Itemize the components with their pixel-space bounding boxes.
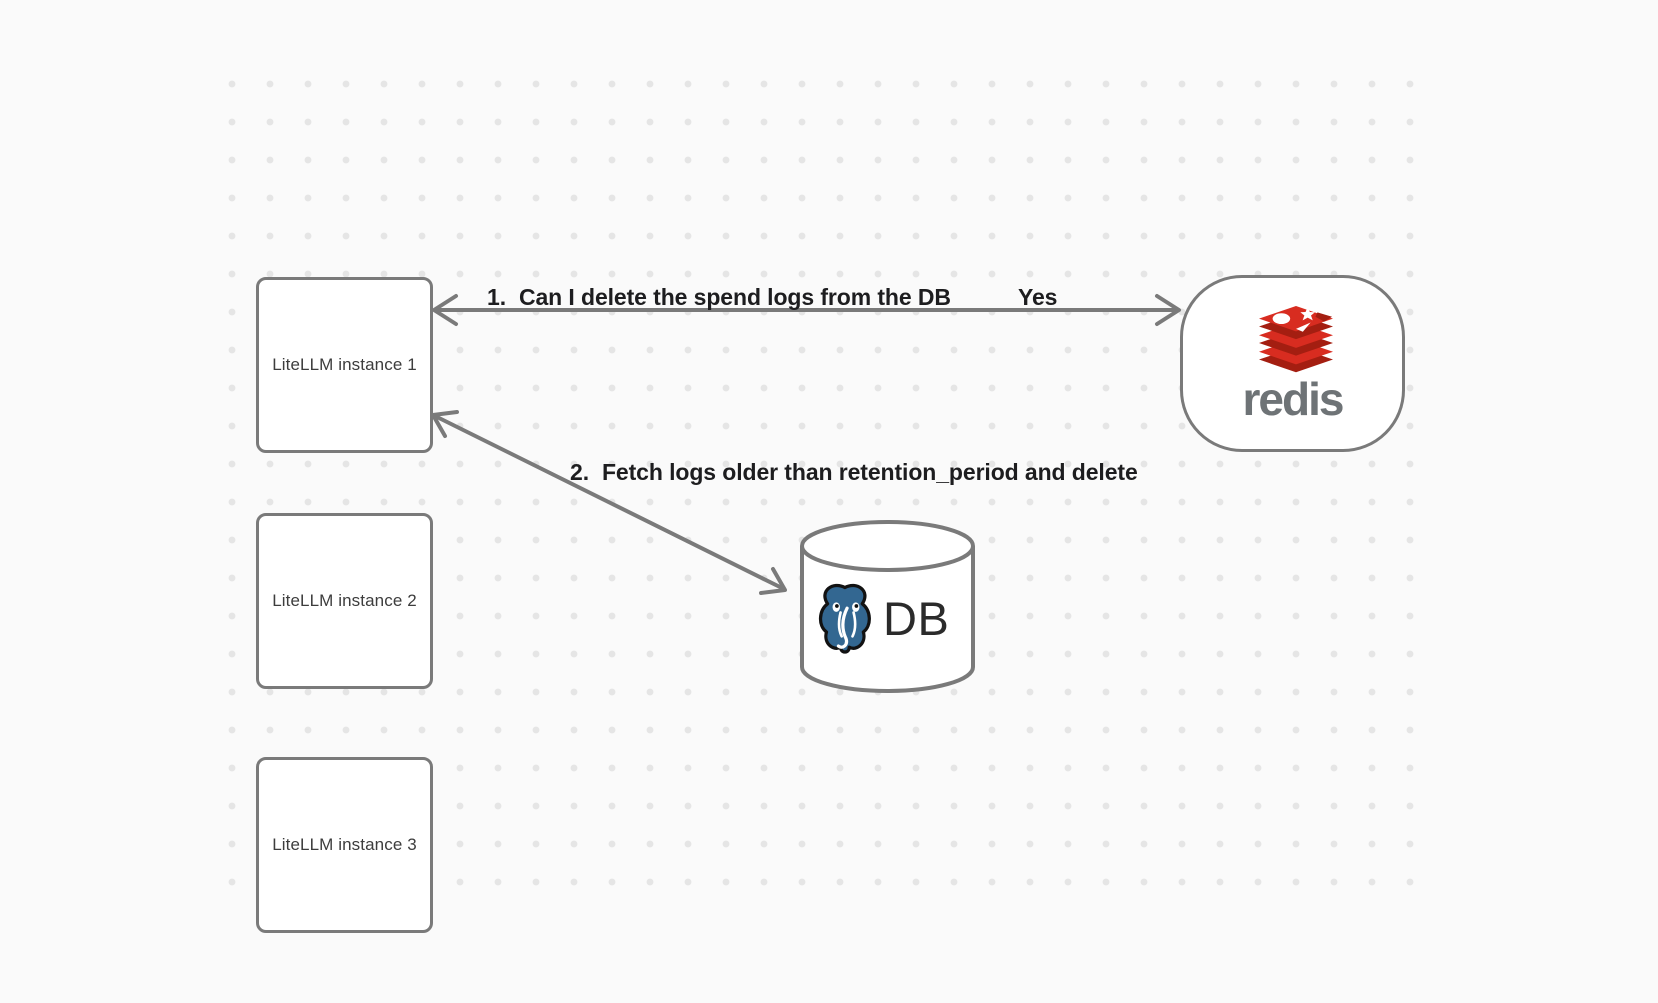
arrow-2[interactable] (431, 410, 787, 595)
node-redis[interactable]: redis (1180, 275, 1405, 452)
arrowhead-left-icon (432, 294, 458, 326)
postgresql-elephant-icon (818, 583, 871, 654)
database-cylinder-icon (800, 520, 975, 693)
arrow-2-text: Fetch logs older than retention_period a… (601, 459, 1138, 485)
star-shape (1300, 306, 1315, 321)
node-litellm-instance-2[interactable]: LiteLLM instance 2 (256, 513, 433, 689)
arrow-2-number: 2. (570, 459, 589, 485)
arrowhead-downright-icon (759, 567, 787, 595)
arrow-1-answer[interactable]: Yes (1018, 284, 1057, 311)
arrowhead-right-icon (1155, 294, 1181, 326)
node-litellm-instance-2-label: LiteLLM instance 2 (272, 591, 417, 610)
arrow-1-answer-text: Yes (1018, 284, 1058, 310)
arrow-1-text: Can I delete the spend logs from the DB (518, 284, 951, 310)
arrowhead-upleft-icon (431, 410, 459, 438)
arrow-2-label[interactable]: 2. Fetch logs older than retention_perio… (570, 459, 1138, 486)
triangle-shape (1296, 322, 1311, 332)
node-litellm-instance-1[interactable]: LiteLLM instance 1 (256, 277, 433, 453)
node-litellm-instance-3-label: LiteLLM instance 3 (272, 835, 417, 854)
arrow-1-label[interactable]: 1. Can I delete the spend logs from the … (487, 284, 951, 311)
node-litellm-instance-1-label: LiteLLM instance 1 (272, 355, 417, 374)
redis-wordmark: redis (1242, 373, 1345, 425)
redis-stack-icon (1259, 306, 1333, 373)
node-database[interactable]: DB (798, 518, 977, 695)
node-litellm-instance-3[interactable]: LiteLLM instance 3 (256, 757, 433, 933)
arrow-1-number: 1. (487, 284, 506, 310)
cube-shape (1315, 312, 1333, 322)
arrow-1[interactable] (432, 294, 1181, 326)
database-label: DB (883, 592, 950, 645)
